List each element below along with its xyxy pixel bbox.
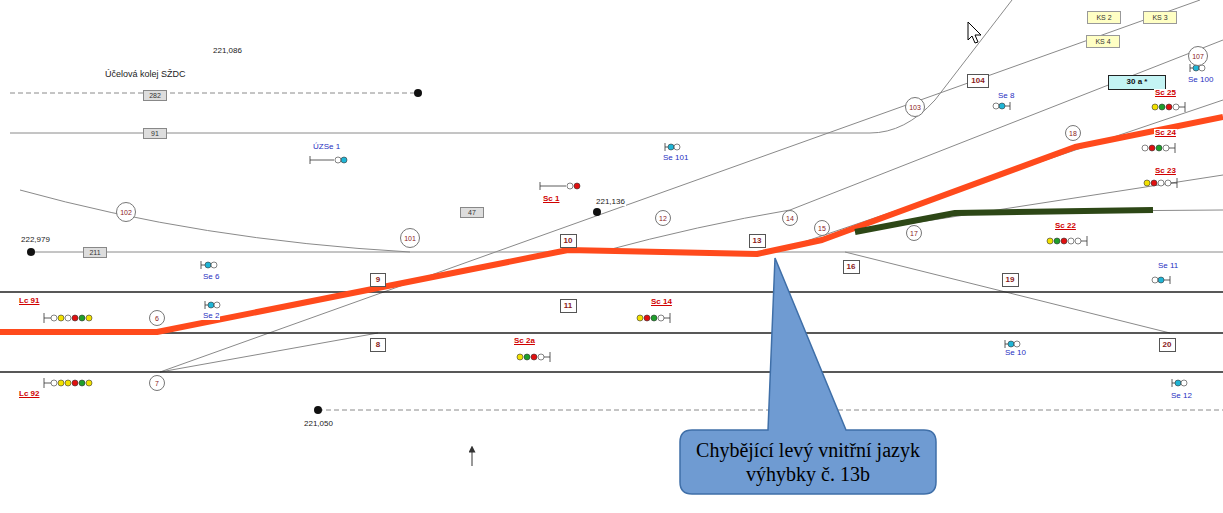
signal-name: Lc 91 — [18, 297, 40, 305]
number-text: 30 a * — [1127, 78, 1148, 86]
signal-name: Se 6 — [202, 273, 220, 281]
number-text: 102 — [120, 209, 132, 216]
number-text: 12 — [659, 215, 667, 222]
signal-name: Sc 2a — [513, 337, 536, 345]
number-text: KS 4 — [1095, 38, 1110, 45]
callout-box: Chybějící levý vnitřní jazyk výhybky č. … — [680, 430, 936, 494]
switch-number-box: 104 — [967, 74, 989, 88]
callout-layer — [680, 258, 936, 494]
kilometer-label: 222,979 — [20, 236, 51, 244]
number-text: 15 — [818, 225, 826, 232]
number-text: 103 — [909, 104, 921, 111]
number-text: 101 — [404, 235, 416, 242]
signal-name: Sc 22 — [1054, 222, 1077, 230]
track-number-box: 211 — [83, 247, 107, 258]
callout-text: Chybějící levý vnitřní jazyk výhybky č. … — [692, 438, 924, 486]
number-text: 8 — [376, 341, 380, 349]
signal-name: Sc 25 — [1154, 89, 1177, 97]
switch-number-circle: 15 — [814, 220, 830, 236]
switch-number-box: 20 — [1159, 338, 1176, 352]
small-arrow — [472, 449, 473, 466]
number-text: 7 — [155, 380, 159, 387]
switch-number-circle: 12 — [655, 210, 671, 226]
signal-name: Sc 24 — [1154, 129, 1177, 137]
kilometer-label: 221,086 — [212, 47, 243, 55]
block-section-box: KS 3 — [1143, 11, 1177, 24]
number-text: 11 — [564, 302, 572, 310]
block-section-box: KS 4 — [1086, 35, 1120, 48]
signal-masts — [44, 64, 1193, 388]
switch-number-circle: 102 — [116, 202, 136, 222]
blocked-track — [855, 210, 1153, 232]
block-section-box: KS 2 — [1087, 11, 1121, 24]
number-text: 19 — [1006, 276, 1015, 284]
switch-number-box: 13 — [749, 234, 766, 248]
switch-number-box: 9 — [370, 273, 386, 287]
callout-shape — [680, 258, 936, 494]
mouse-cursor — [968, 22, 981, 43]
switch-number-circle: 14 — [782, 210, 798, 226]
number-text: KS 3 — [1152, 14, 1167, 21]
number-text: 6 — [155, 315, 159, 322]
switch-number-box: 16 — [843, 260, 860, 274]
route-line — [0, 117, 1223, 332]
number-text: 91 — [151, 130, 159, 137]
signal-lamps — [51, 65, 1205, 386]
switch-number-circle: 107 — [1188, 46, 1208, 66]
number-text: 10 — [564, 237, 573, 245]
number-text: 107 — [1192, 53, 1204, 60]
number-text: 16 — [847, 263, 856, 271]
kilometer-label: 221,050 — [303, 420, 334, 428]
number-text: 47 — [468, 209, 476, 216]
number-text: KS 2 — [1096, 14, 1111, 21]
main-tracks — [0, 292, 1223, 372]
track-end-markers — [27, 89, 601, 414]
number-text: 104 — [971, 77, 984, 85]
signal-name: Se 10 — [1004, 349, 1027, 357]
track-number-box: 91 — [143, 128, 167, 139]
switch-number-circle: 17 — [906, 225, 922, 241]
signal-name: Se 12 — [1170, 392, 1193, 400]
track-number-box: 282 — [143, 90, 167, 101]
track-lines — [10, 0, 1223, 410]
number-text: 13 — [753, 237, 762, 245]
switch-number-box: 10 — [560, 234, 577, 248]
track-name: Účelová kolej SŽDC — [104, 70, 187, 79]
speed-box: 30 a * — [1108, 75, 1166, 90]
switch-number-circle: 18 — [1065, 125, 1081, 141]
switch-number-circle: 103 — [905, 97, 925, 117]
signal-name: Se 2 — [202, 312, 220, 320]
number-text: 211 — [89, 249, 100, 256]
number-text: 282 — [149, 92, 161, 99]
switch-number-box: 19 — [1002, 273, 1019, 287]
number-text: 18 — [1069, 130, 1077, 137]
track-number-box: 47 — [460, 207, 484, 218]
number-text: 14 — [786, 215, 794, 222]
signal-name: Lc 92 — [18, 390, 40, 398]
switch-number-circle: 101 — [400, 228, 420, 248]
signal-name: Se 101 — [662, 154, 689, 162]
number-text: 20 — [1163, 341, 1172, 349]
signal-name: ÚZSe 1 — [312, 143, 341, 151]
signal-name: Se 100 — [1187, 76, 1214, 84]
kilometer-label: 221,136 — [595, 198, 626, 206]
signal-name: Sc 14 — [650, 298, 673, 306]
switch-number-box: 8 — [370, 338, 386, 352]
switch-number-circle: 7 — [149, 375, 165, 391]
signal-name: Se 11 — [1157, 262, 1179, 270]
signal-name: Sc 1 — [542, 195, 560, 203]
switch-number-box: 11 — [560, 299, 577, 313]
signal-name: Sc 23 — [1154, 167, 1177, 175]
switch-number-circle: 6 — [149, 310, 165, 326]
number-text: 17 — [910, 230, 918, 237]
number-text: 9 — [376, 276, 380, 284]
signal-name: Se 8 — [997, 92, 1015, 100]
